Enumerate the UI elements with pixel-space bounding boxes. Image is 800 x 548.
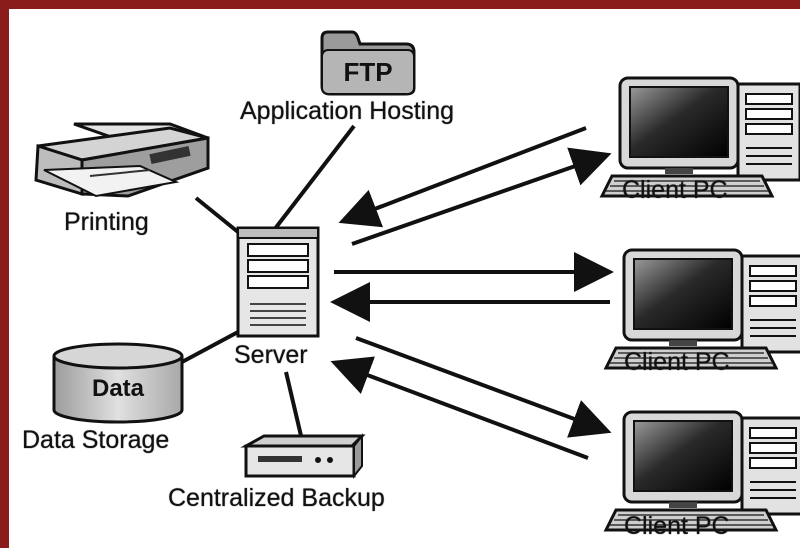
printer-icon — [34, 122, 210, 198]
label-application-hosting: Application Hosting — [240, 97, 455, 125]
label-client-pc-1: Client PC — [622, 176, 728, 204]
label-data-storage: Data Storage — [22, 426, 170, 454]
arrow-client1-to-server — [338, 126, 587, 228]
backup-device-icon — [240, 433, 366, 479]
database-icon: Data — [52, 342, 184, 424]
label-client-pc-3: Client PC — [624, 512, 730, 540]
ftp-folder-icon: FTP — [320, 30, 416, 96]
label-centralized-backup: Centralized Backup — [168, 484, 385, 512]
label-client-pc-2: Client PC — [624, 348, 730, 376]
edge-server-backup — [284, 371, 304, 441]
arrow-server-to-client1 — [351, 147, 612, 246]
edge-server-app-hosting — [272, 124, 356, 232]
label-printing: Printing — [64, 208, 149, 236]
server-tower-icon — [236, 226, 320, 338]
arrow-server-to-client3 — [355, 336, 612, 438]
label-server: Server — [234, 341, 308, 369]
ftp-icon-text: FTP — [343, 57, 392, 87]
arrow-client3-to-server — [330, 356, 589, 460]
edge-server-data-storage — [181, 330, 239, 364]
edge-server-printing — [194, 196, 240, 234]
data-icon-text: Data — [92, 375, 145, 402]
